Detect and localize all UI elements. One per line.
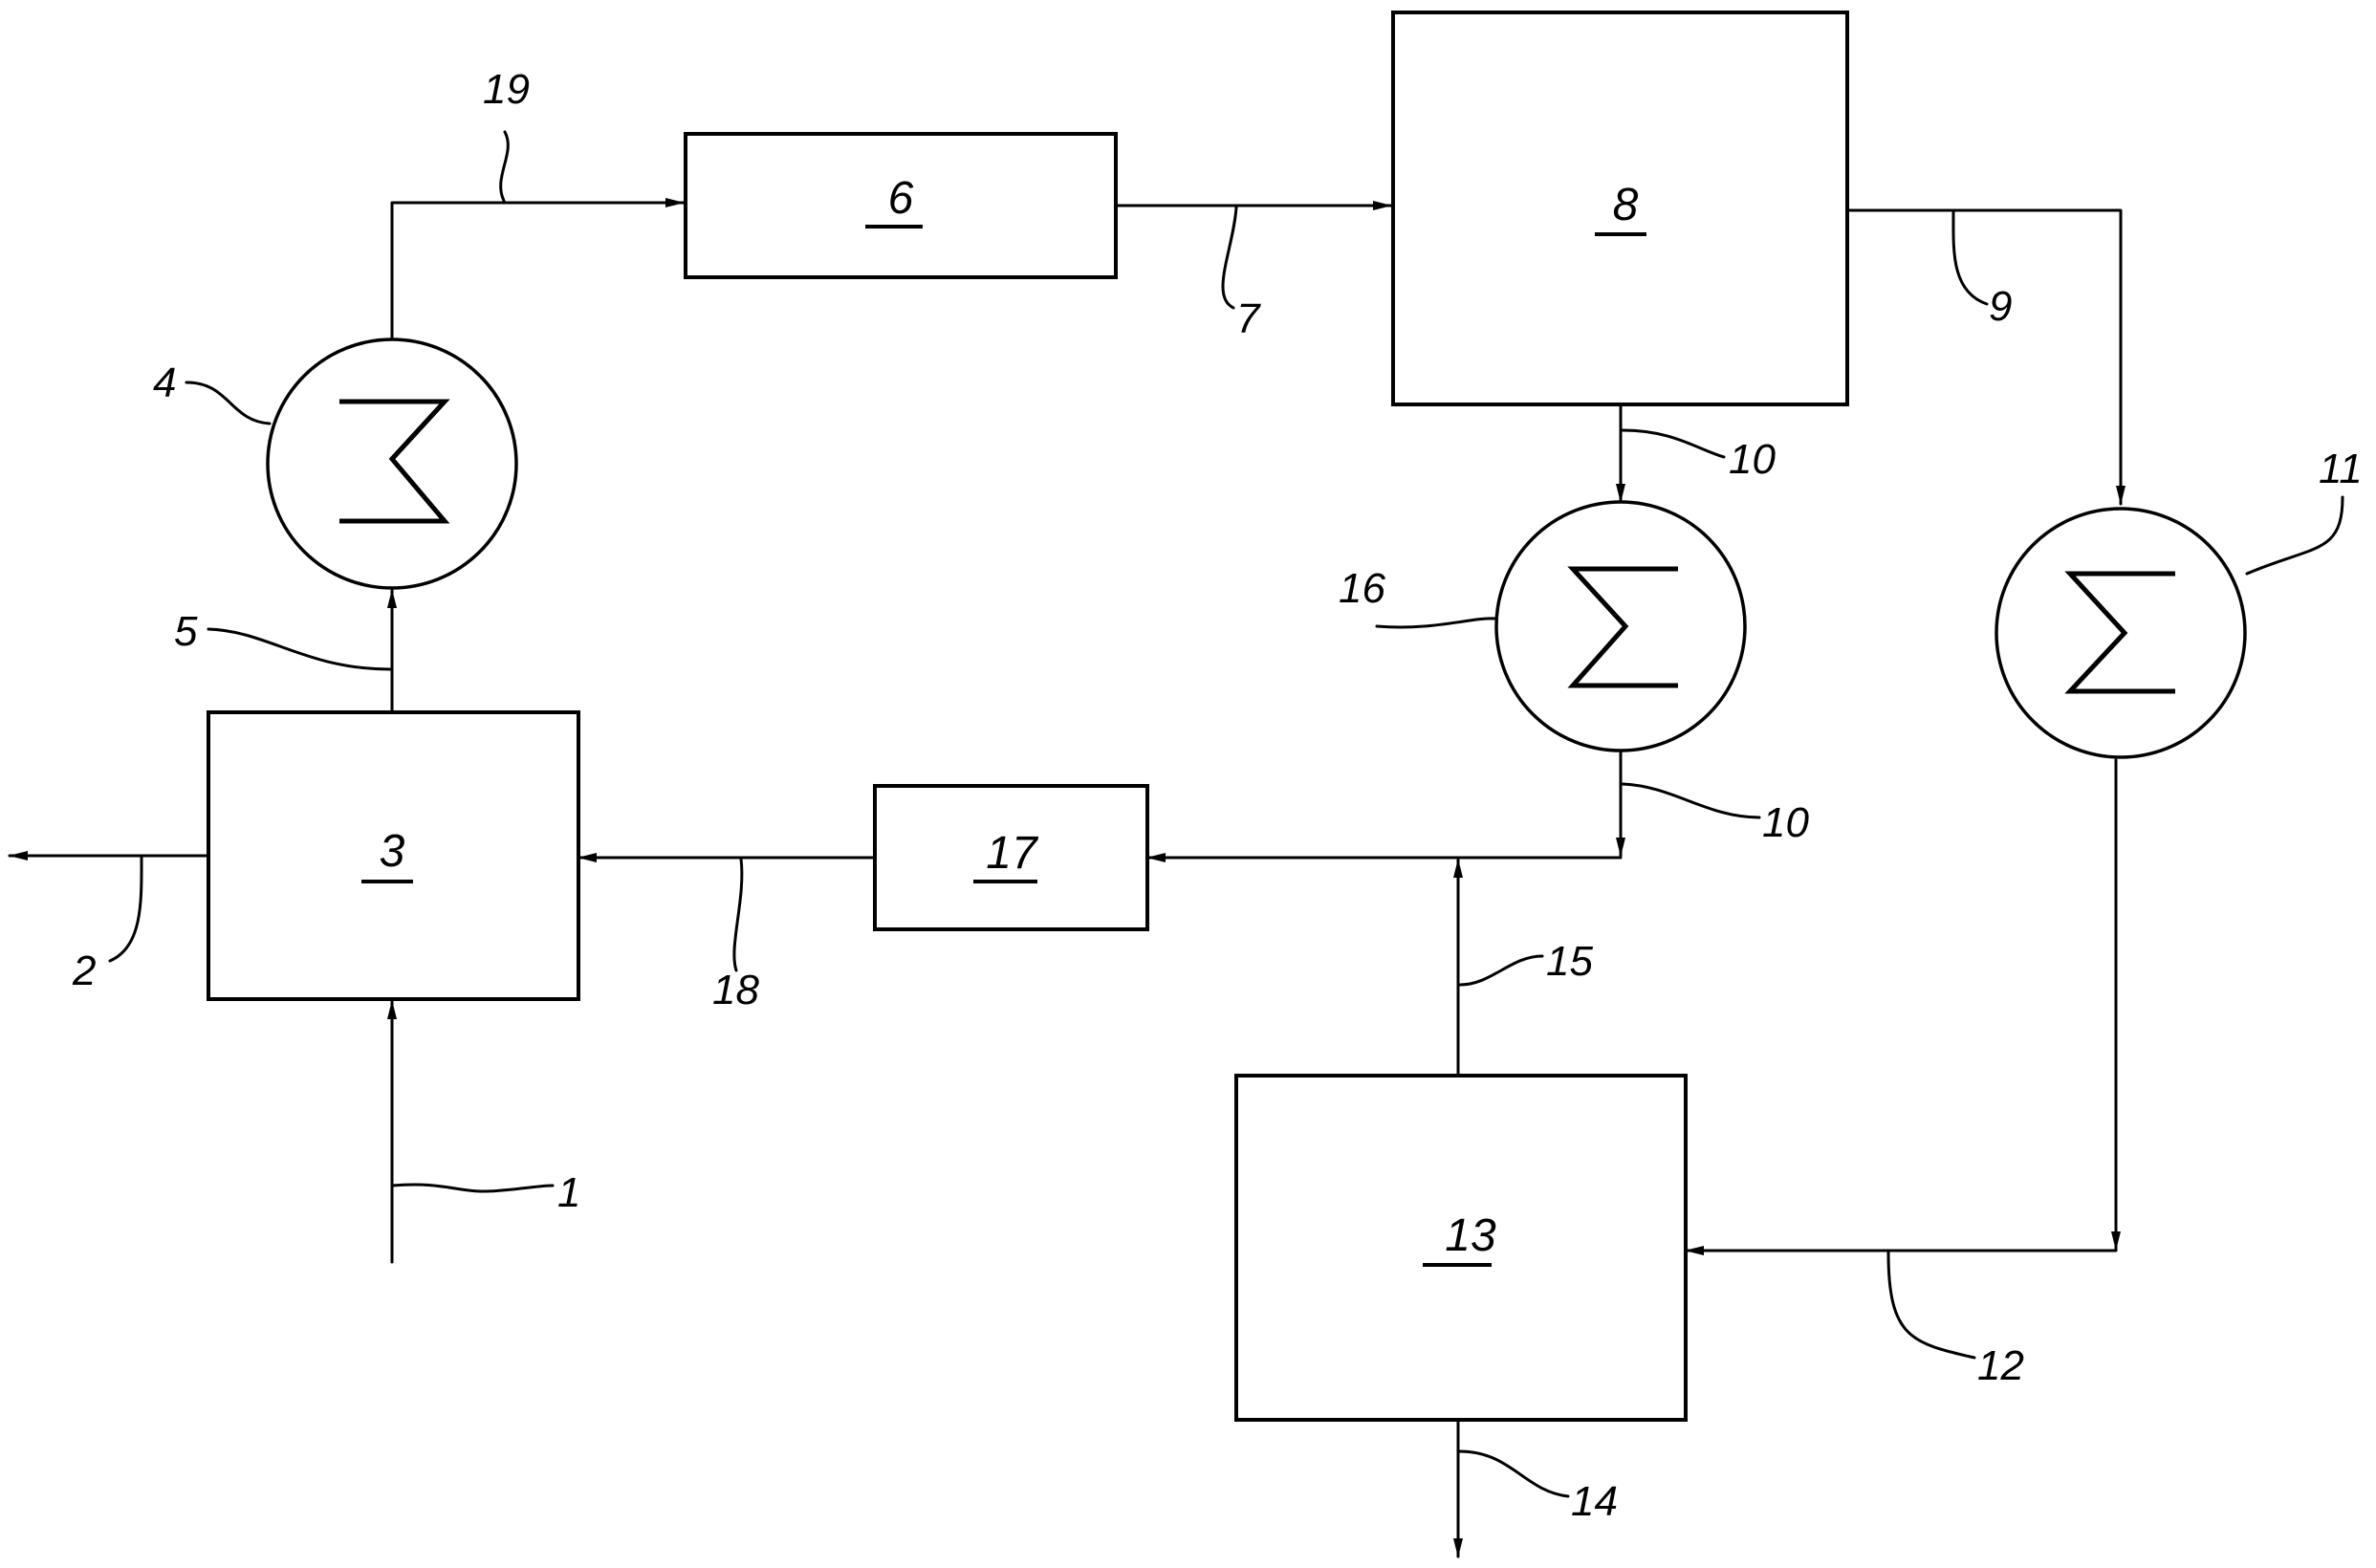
- stream-19-line: [390, 198, 686, 339]
- leader-18: [732, 857, 744, 972]
- leader-4: [185, 381, 272, 425]
- label-7: 7: [1236, 295, 1261, 342]
- heat-exchanger-4: [266, 338, 518, 590]
- label-9: 9: [1989, 283, 2012, 330]
- leader-10a: [1621, 428, 1726, 459]
- leader-2: [108, 854, 143, 963]
- leader-12: [1886, 1251, 1976, 1360]
- leader-14: [1458, 1449, 1570, 1498]
- label-19: 19: [483, 66, 530, 113]
- label-10-top: 10: [1729, 436, 1776, 483]
- label-18: 18: [712, 967, 759, 1013]
- leader-11: [2245, 495, 2344, 576]
- leader-19: [499, 130, 510, 203]
- zigzag-icon: [339, 399, 450, 524]
- unit-6-label: 6: [888, 173, 914, 224]
- unit-8: 8: [1391, 11, 1849, 406]
- unit-3: 3: [207, 710, 580, 1001]
- leader-10b: [1621, 782, 1761, 819]
- unit-8-label: 8: [1613, 180, 1639, 230]
- leader-5: [207, 627, 392, 671]
- unit-13-label: 13: [1445, 1210, 1496, 1261]
- unit-6: 6: [684, 132, 1118, 279]
- unit-17: 17: [873, 784, 1149, 931]
- label-12: 12: [1977, 1342, 2024, 1389]
- label-14: 14: [1571, 1478, 1618, 1525]
- leader-16: [1375, 617, 1498, 629]
- stream-12-line: [1684, 1246, 2118, 1255]
- label-11: 11: [2319, 446, 2363, 492]
- sigma-icon: [2064, 571, 2175, 694]
- label-5: 5: [174, 608, 198, 655]
- stream-9-line: [1845, 208, 2125, 506]
- leader-1: [390, 1183, 555, 1193]
- heat-exchanger-11: [1995, 507, 2247, 759]
- heat-exchanger-16: [1494, 500, 1747, 752]
- unit-3-label: 3: [380, 826, 405, 877]
- label-16: 16: [1339, 565, 1385, 612]
- label-2: 2: [72, 947, 96, 994]
- leader-7: [1221, 206, 1238, 310]
- unit-13: 13: [1234, 1074, 1688, 1422]
- unit-17-label: 17: [986, 828, 1039, 879]
- leader-9: [1951, 210, 1989, 306]
- label-10-bottom: 10: [1762, 799, 1809, 846]
- label-15: 15: [1546, 938, 1593, 985]
- sigma-icon: [1567, 566, 1678, 688]
- leader-15: [1458, 954, 1544, 987]
- label-4-text: 4: [153, 359, 176, 406]
- label-1: 1: [557, 1169, 580, 1216]
